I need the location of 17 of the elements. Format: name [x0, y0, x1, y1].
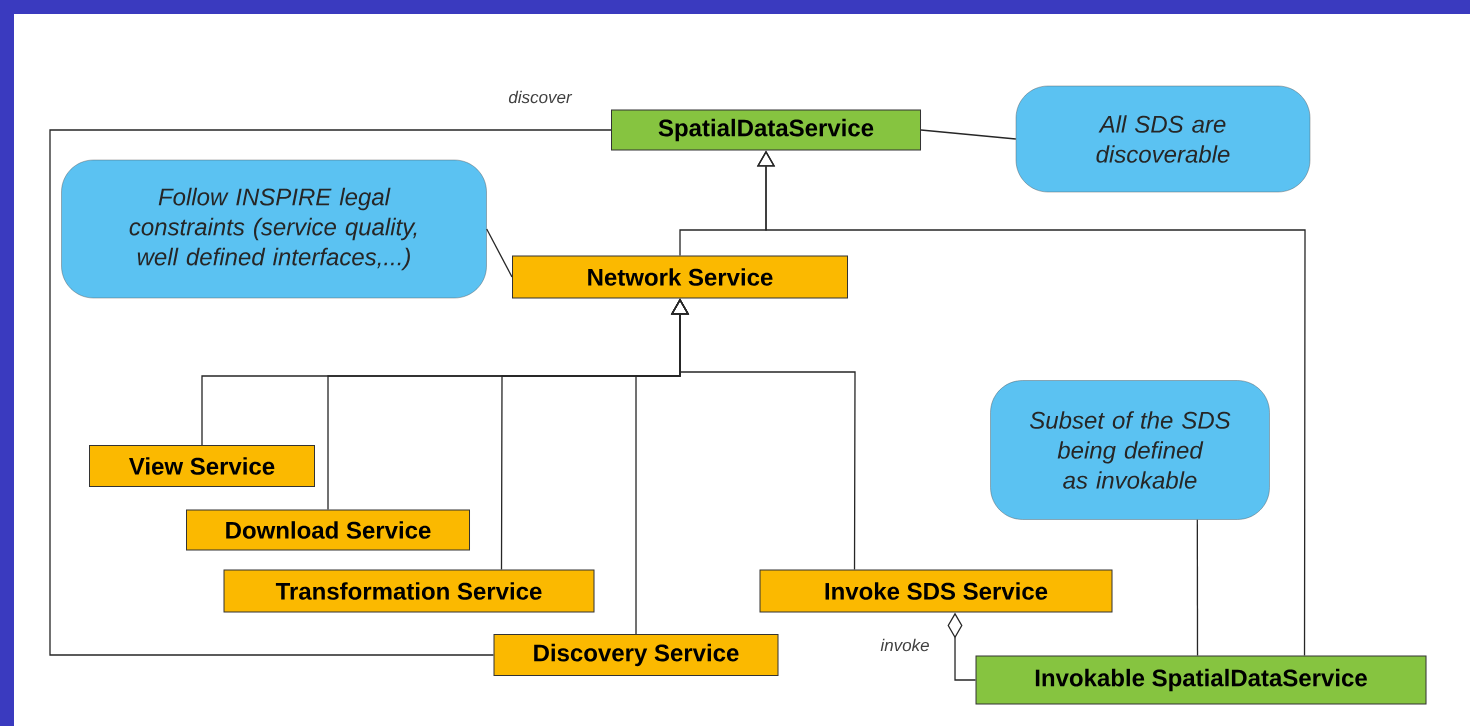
note-callout: All SDS are discoverable [1015, 85, 1311, 193]
edge-label: discover [507, 89, 573, 105]
class-box: Transformation Service [223, 569, 595, 613]
class-box: SpatialDataService [611, 109, 921, 151]
class-box: Invoke SDS Service [759, 569, 1113, 613]
class-box: Discovery Service [493, 634, 779, 676]
class-box: View Service [89, 445, 315, 487]
class-box: Invokable SpatialDataService [975, 655, 1427, 705]
edge-label: invoke [879, 637, 931, 653]
connector [486, 228, 513, 278]
note-callout: Follow INSPIRE legal constraints (service quality, well defined interfaces,...) [61, 159, 487, 299]
note-callout: Subset of the SDS being defined as invokable [990, 380, 1270, 520]
class-box: Download Service [186, 509, 470, 551]
connector [1196, 519, 1199, 657]
connector [49, 129, 612, 656]
connector [920, 129, 1017, 140]
class-box: Network Service [512, 255, 848, 299]
